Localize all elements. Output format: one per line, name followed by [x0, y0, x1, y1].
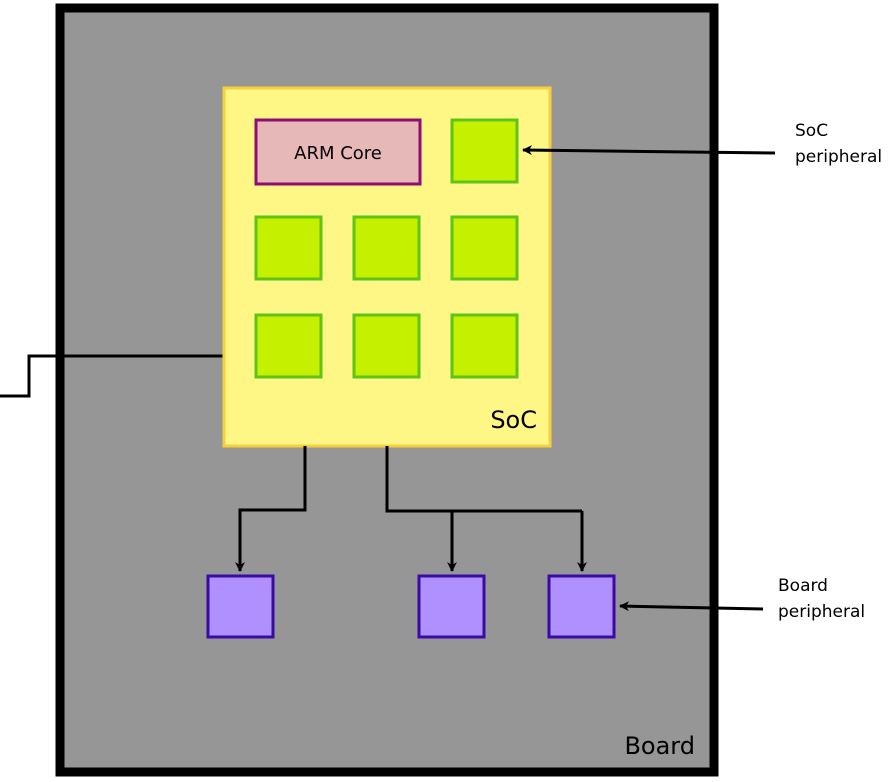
- board-peripherals: [206, 574, 616, 639]
- soc-peripheral-1: [450, 118, 519, 184]
- soc-peripheral-6: [352, 313, 421, 379]
- board-peripheral-3: [547, 574, 616, 639]
- board-label: Board: [624, 732, 695, 760]
- board-peripheral-callout-line-2: peripheral: [778, 602, 865, 622]
- soc-label: SoC: [490, 406, 537, 434]
- soc-peripheral-2: [254, 215, 323, 281]
- arm-core-box: [254, 118, 422, 186]
- soc-peripheral-callout-line-1: SoC: [795, 121, 828, 141]
- soc-peripheral-3: [352, 215, 421, 281]
- soc-peripheral-7: [450, 313, 519, 379]
- external-connection-line: [0, 354, 224, 398]
- board-peripheral-1: [206, 574, 275, 639]
- soc-bus-line: [385, 446, 582, 513]
- soc-peripherals: [254, 118, 519, 379]
- board-peripheral-callout-arrow: [619, 601, 764, 612]
- board-peripheral-callout-line-1: Board: [778, 576, 828, 596]
- board-peripheral-callout-label: Board peripheral: [778, 576, 865, 622]
- arm-core-label: ARM Core: [294, 143, 382, 164]
- soc-peripheral-callout-line-2: peripheral: [795, 147, 882, 167]
- soc-peripheral-5: [254, 313, 323, 379]
- soc-peripheral-callout-label: SoC peripheral: [795, 121, 882, 167]
- board-peripheral-2: [417, 574, 486, 639]
- soc-to-board-peripheral-1-line: [235, 446, 307, 572]
- soc-peripheral-4: [450, 215, 519, 281]
- soc-peripheral-callout-arrow: [522, 145, 776, 156]
